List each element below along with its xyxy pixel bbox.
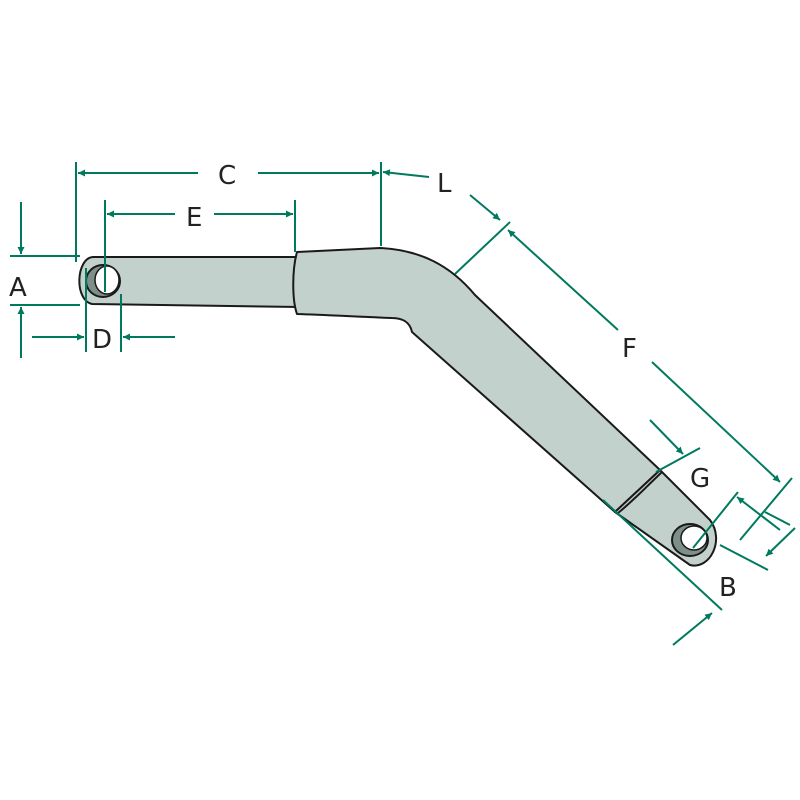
label-d: D [92,325,112,355]
dimension-lines [10,162,796,646]
label-l: L [437,169,452,199]
left-hole [85,264,121,298]
label-e: E [186,203,202,233]
label-a: A [9,273,27,303]
label-b: B [719,573,737,603]
label-f: F [622,334,637,364]
main-bent-body [292,247,661,513]
lever-part [78,247,717,567]
right-shoulder-seam [617,471,663,514]
label-c: C [218,161,236,191]
left-eye-end [78,256,301,308]
right-hole [671,523,709,557]
label-g: G [690,464,710,494]
dimension-labels: A C E L D F G B [9,161,737,603]
